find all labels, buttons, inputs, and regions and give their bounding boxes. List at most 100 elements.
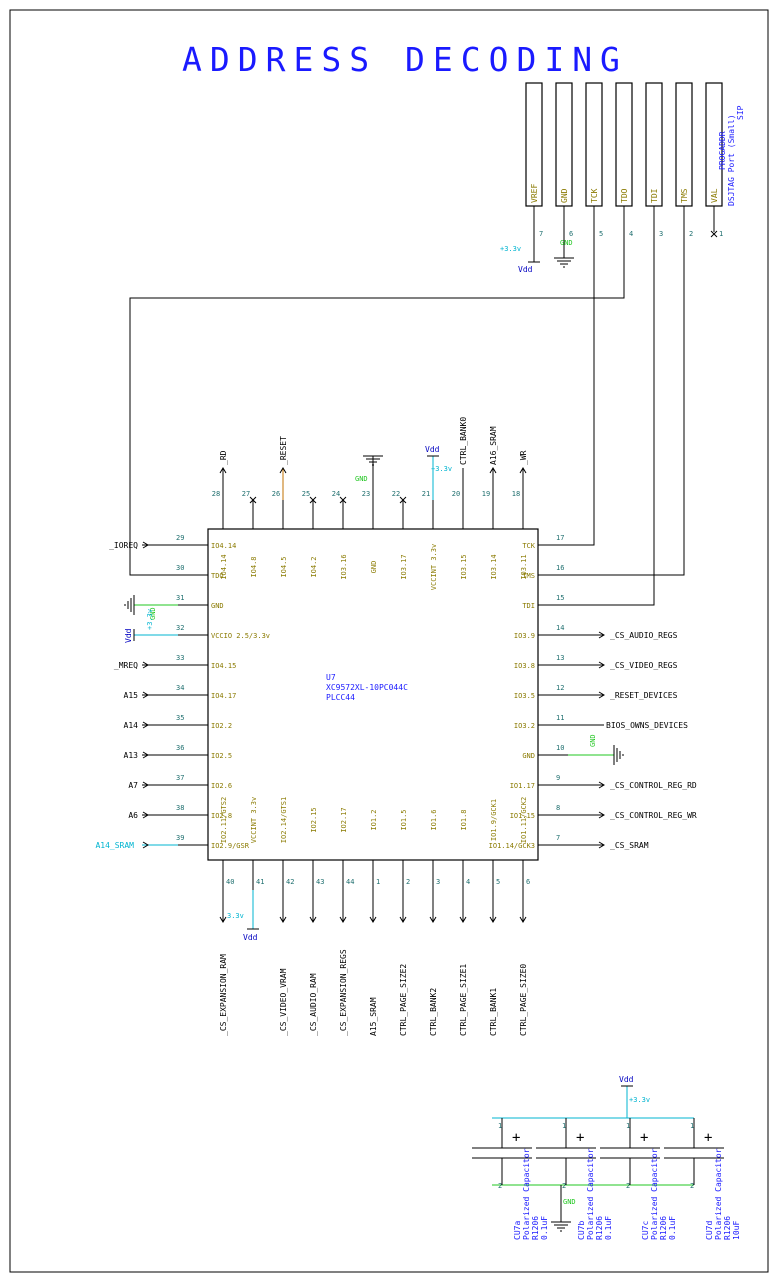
- chip-pin-name: IO1.2: [370, 809, 378, 830]
- cap-pin-number: 2: [690, 1182, 694, 1190]
- connector-pin-number: 4: [629, 230, 633, 238]
- chip-vdd-label: Vdd: [124, 628, 133, 643]
- chip-pin-name: TDO: [211, 572, 224, 580]
- chip-pin-number: 43: [316, 878, 324, 886]
- chip-pin-number: 19: [482, 490, 490, 498]
- vref-vdd-label: Vdd: [518, 265, 533, 274]
- chip-reference: U7: [326, 673, 336, 682]
- chip-pin-number: 29: [176, 534, 184, 542]
- connector-pin-name: VREF: [530, 184, 539, 203]
- net-label: _WR: [519, 450, 528, 465]
- chip-pin-name: GND: [211, 602, 224, 610]
- net-arrow: [459, 916, 467, 923]
- net-arrow: [142, 841, 149, 849]
- chip-pin-number: 33: [176, 654, 184, 662]
- chip-pin-name: IO1.8: [460, 809, 468, 830]
- net-label: CTRL_BANK0: [459, 417, 468, 465]
- cap-value: 10uF: [732, 1221, 741, 1240]
- chip-pin-name: IO4.8: [250, 556, 258, 577]
- connector-pin-name: GND: [560, 188, 569, 203]
- chip-pin-name: IO2.9/GSR: [211, 842, 250, 850]
- chip-vdd-label: Vdd: [243, 933, 258, 942]
- chip-pin-number: 41: [256, 878, 264, 886]
- chip-pin-name: IO1.9/GCK1: [490, 799, 498, 841]
- net-arrow: [399, 916, 407, 923]
- connector-pin-name: TCK: [590, 188, 599, 203]
- chip-pin-number: 10: [556, 744, 564, 752]
- chip-pin-name: IO4.14: [211, 542, 236, 550]
- cap-reference: CU7a: [513, 1221, 522, 1240]
- chip-gnd-label: GND: [355, 475, 368, 483]
- cap-reference: CU7c: [641, 1221, 650, 1240]
- connector-pin-body: [645, 82, 663, 207]
- chip-pin-number: 39: [176, 834, 184, 842]
- net-label: _CS_AUDIO_RAM: [309, 973, 318, 1036]
- net-label: _CS_CONTROL_REG_RD: [610, 781, 697, 790]
- chip-pin-number: 40: [226, 878, 234, 886]
- net-arrow: [519, 467, 527, 474]
- chip-pin-number: 44: [346, 878, 354, 886]
- chip-gnd-label: GND: [149, 607, 157, 620]
- chip-pin-number: 20: [452, 490, 460, 498]
- net-arrow: [339, 916, 347, 923]
- cap-package: R1206: [723, 1216, 732, 1240]
- net-label: CTRL_PAGE_SIZE1: [459, 964, 468, 1036]
- net-label: CTRL_BANK2: [429, 988, 438, 1036]
- chip-pin-number: 31: [176, 594, 184, 602]
- chip-pin-name: IO4.17: [211, 692, 236, 700]
- chip-pin-number: 17: [556, 534, 564, 542]
- net-arrow: [142, 691, 149, 699]
- connector-pin-number: 1: [719, 230, 723, 238]
- no-connect-mark: [249, 496, 257, 504]
- chip-pin-name: IO2.6: [211, 782, 232, 790]
- cap-type: Polarized Capacitor: [522, 1148, 531, 1240]
- chip-pin-number: 5: [496, 878, 500, 886]
- net-arrow: [279, 467, 287, 474]
- sheet-title: ADDRESS DECODING: [182, 40, 628, 79]
- connector-pin-number: 2: [689, 230, 693, 238]
- net-label: _CS_EXPANSION_RAM: [219, 954, 228, 1036]
- chip-plus33-label: 3.3v: [227, 912, 244, 920]
- net-label: _CS_VIDEO_REGS: [610, 661, 678, 670]
- cap-vdd-label: Vdd: [619, 1075, 634, 1084]
- chip-pin-number: 27: [242, 490, 250, 498]
- chip-pin-name: IO3.15: [460, 554, 468, 579]
- connector-pin-body: [585, 82, 603, 207]
- chip-pin-name: TCK: [522, 542, 535, 550]
- chip-pin-name: IO2.17: [340, 807, 348, 832]
- no-connect-mark: [710, 230, 718, 238]
- net-label: CTRL_PAGE_SIZE0: [519, 964, 528, 1036]
- chip-pin-name: VCCIO 2.5/3.3v: [211, 632, 270, 640]
- connector-pin-name: TDI: [650, 188, 659, 203]
- cap-value: 0.1uF: [668, 1216, 677, 1240]
- chip-pin-number: 7: [556, 834, 560, 842]
- cap-pin-number: 1: [626, 1122, 630, 1130]
- chip-pin-number: 8: [556, 804, 560, 812]
- connector-pin-number: 6: [569, 230, 573, 238]
- cap-pin-number: 1: [498, 1122, 502, 1130]
- chip-pin-number: 13: [556, 654, 564, 662]
- cap-plus-sign: +: [512, 1130, 520, 1146]
- net-arrow: [142, 721, 149, 729]
- net-arrow: [142, 661, 149, 669]
- cpld-chip: U7XC9572XL-10PC044CPLCC4428IO4.1427IO4.8…: [95, 417, 696, 1036]
- chip-pin-name: IO3.11: [520, 554, 528, 579]
- connector-pin-number: 3: [659, 230, 663, 238]
- net-label: _RESET: [279, 436, 288, 465]
- cap-pin-number: 2: [562, 1182, 566, 1190]
- cap-package: R1206: [531, 1216, 540, 1240]
- cap-type: Polarized Capacitor: [650, 1148, 659, 1240]
- chip-pin-name: IO2.8: [211, 812, 232, 820]
- chip-pin-name: IO2.14/GTS1: [280, 797, 288, 843]
- chip-pin-name: IO4.5: [280, 556, 288, 577]
- net-arrow: [309, 916, 317, 923]
- net-arrow: [279, 916, 287, 923]
- net-arrow: [429, 916, 437, 923]
- connector-description: DSJTAG Port (Small): [727, 114, 736, 206]
- cap-pin-number: 1: [562, 1122, 566, 1130]
- chip-pin-name: VCCINT 3.3v: [250, 797, 258, 843]
- chip-pin-number: 4: [466, 878, 470, 886]
- cap-package: R1206: [659, 1216, 668, 1240]
- vref-power-label: +3.3v: [500, 245, 521, 253]
- chip-pin-number: 32: [176, 624, 184, 632]
